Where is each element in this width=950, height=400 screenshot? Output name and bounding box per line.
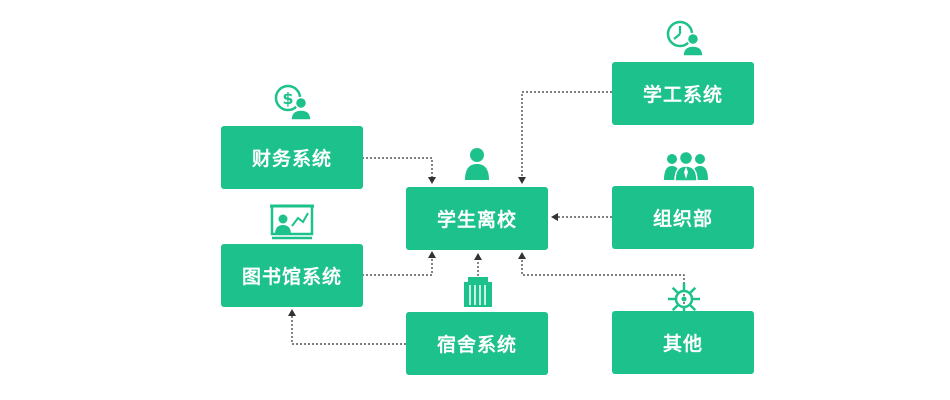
node-organization-label: 组织部	[652, 208, 713, 230]
person-icon	[463, 147, 491, 181]
svg-text:$: $	[282, 89, 293, 108]
node-finance-label: 财务系统	[251, 148, 332, 170]
node-center-label: 学生离校	[436, 209, 517, 231]
node-library-label: 图书馆系统	[241, 266, 342, 288]
edge-library-center	[362, 251, 436, 276]
node-library: 图书馆系统	[221, 244, 363, 307]
group-icon	[664, 150, 708, 182]
settings-wheel-icon	[667, 282, 701, 316]
building-icon	[463, 276, 493, 308]
node-other: 其他	[612, 311, 754, 374]
presentation-board-icon	[270, 204, 314, 240]
money-user-icon: $	[273, 83, 313, 121]
edge-finance-center	[362, 157, 436, 184]
node-other-label: 其他	[662, 333, 703, 355]
node-center: 学生离校	[406, 187, 548, 250]
edge-student-affairs-center	[518, 91, 612, 184]
node-student-affairs-label: 学工系统	[642, 84, 723, 106]
clock-user-icon	[665, 19, 705, 57]
edge-other-center	[518, 252, 685, 308]
node-finance: 财务系统	[221, 126, 363, 189]
node-student-affairs: 学工系统	[612, 62, 754, 125]
edge-dorm-library	[288, 309, 406, 345]
node-dorm-label: 宿舍系统	[436, 334, 517, 356]
node-dorm: 宿舍系统	[406, 312, 548, 375]
node-organization: 组织部	[612, 186, 754, 249]
